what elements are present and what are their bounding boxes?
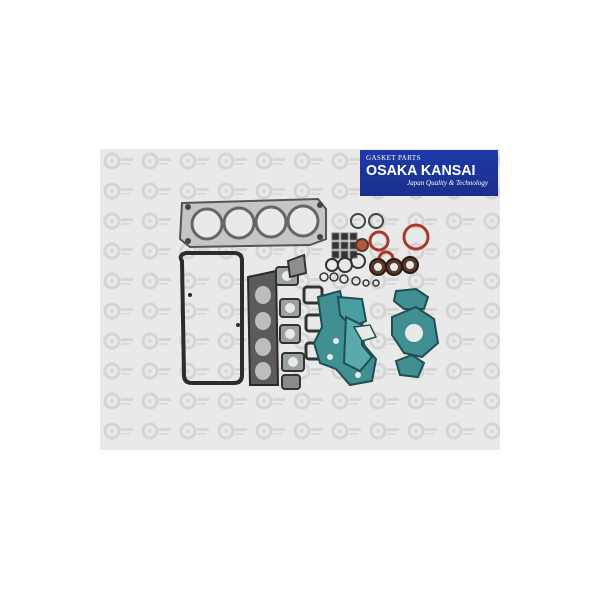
brand-banner: GASKET PARTS OSAKA KANSAI Japan Quality … (360, 150, 498, 196)
exhaust-manifold-gasket (246, 269, 280, 386)
brand-name: OSAKA KANSAI (366, 162, 476, 179)
valve-cover-gasket (178, 251, 244, 385)
teal-gaskets (312, 287, 440, 387)
head-gasket (178, 197, 327, 249)
product-photo: GASKET PARTS OSAKA KANSAI Japan Quality … (100, 149, 500, 450)
gasket-set-image (178, 197, 440, 390)
brand-tagline: Japan Quality & Technology (407, 179, 488, 187)
intake-manifold-gaskets (275, 266, 305, 372)
seals-and-orings (319, 213, 430, 287)
brand-line: GASKET PARTS (366, 154, 421, 162)
